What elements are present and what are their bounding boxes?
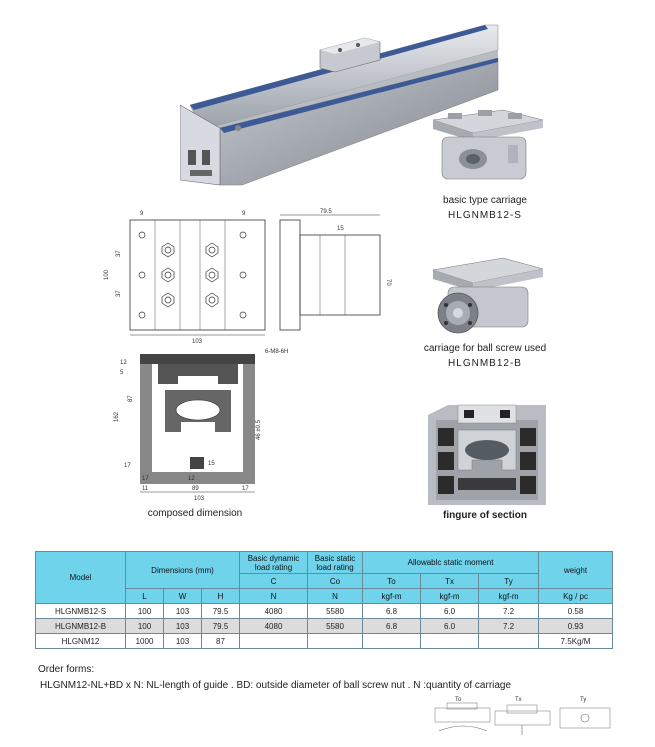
header-l: L [125, 588, 164, 604]
cell-weight: 7.5Kg/M [538, 633, 614, 649]
svg-text:9: 9 [140, 211, 144, 217]
cell-l: 100 [125, 618, 164, 634]
svg-text:103: 103 [194, 496, 205, 502]
header-moment: Allowablc static moment [362, 551, 540, 574]
header-tx: Tx [420, 573, 480, 589]
cell-to: 6.8 [362, 618, 422, 634]
svg-text:89: 89 [192, 486, 199, 492]
svg-text:5: 5 [120, 370, 124, 376]
cell-model: HLGNMB12-S [35, 603, 126, 619]
svg-text:37: 37 [116, 250, 122, 257]
order-text: HLGNM12-NL+BD x N: NL-length of guide . … [40, 680, 512, 691]
section-caption: fingure of section [443, 510, 527, 521]
basic-carriage-caption: basic type carriage HLGNMB12-S [443, 195, 527, 221]
svg-text:46 ±0.5: 46 ±0.5 [256, 419, 262, 440]
ty-icon: Ty [559, 697, 611, 729]
to-icon: To [434, 697, 491, 732]
svg-text:6-M8-6H: 6-M8-6H [265, 349, 288, 355]
cell-l: 100 [125, 603, 164, 619]
svg-text:17: 17 [242, 486, 249, 492]
header-weight-unit: Kg / pc [538, 588, 614, 604]
svg-text:15: 15 [208, 461, 215, 467]
cell-ty: 7.2 [478, 603, 540, 619]
top-view-drawing: 9 9 37 37 100 103 6-M8-6H [104, 211, 288, 355]
header-dynamic-load: Basic dynamic load rating [239, 551, 309, 574]
cell-weight: 0.93 [538, 618, 614, 634]
cell-w: 103 [163, 618, 202, 634]
basic-carriage-photo [432, 109, 544, 180]
composed-caption: composed dimension [147, 508, 243, 519]
table-row: HLGNMB12-B 100 103 79.5 4080 5580 6.8 6.… [35, 618, 614, 634]
header-co: Co [307, 573, 364, 589]
cell-c: 4080 [239, 603, 309, 619]
svg-text:70: 70 [385, 279, 391, 286]
header-w: W [163, 588, 202, 604]
cell-model: HLGNM12 [35, 633, 126, 649]
svg-text:87: 87 [128, 395, 134, 402]
cell-tx: 6.0 [420, 603, 480, 619]
svg-text:12: 12 [188, 476, 195, 482]
cell-c: 4080 [239, 618, 309, 634]
section-photo [428, 404, 546, 505]
cell-co: 5580 [307, 603, 364, 619]
header-co-unit: N [307, 588, 364, 604]
cell-co: 5580 [307, 618, 364, 634]
svg-text:Ty: Ty [580, 697, 586, 703]
svg-text:15: 15 [337, 226, 344, 232]
cell-to: 6.8 [362, 603, 422, 619]
ball-screw-carriage-photo [432, 257, 544, 334]
svg-text:37: 37 [116, 290, 122, 297]
header-ty-unit: kgf-m [478, 588, 540, 604]
header-h: H [200, 588, 241, 604]
cell-ty: 7.2 [478, 618, 540, 634]
cell-h: 87 [200, 633, 241, 649]
cell-tx: 6.0 [420, 618, 480, 634]
order-title: Order forms: [38, 664, 95, 675]
cell-w: 103 [163, 633, 202, 649]
ball-screw-caption: carriage for ball screw used HLGNMB12-B [423, 343, 547, 369]
tx-icon: Tx [494, 697, 551, 735]
cell-l: 1000 [125, 633, 164, 649]
svg-text:103: 103 [192, 339, 203, 345]
cell-co [307, 633, 364, 649]
cell-h: 79.5 [200, 618, 241, 634]
cell-c [239, 633, 309, 649]
moment-icons: To Tx Ty [434, 697, 611, 735]
table-row: HLGNM12 1000 103 87 7.5Kg/M [35, 633, 614, 649]
header-weight: weight [538, 551, 614, 589]
header-tx-unit: kgf-m [420, 588, 480, 604]
spec-table: Model Dimensions (mm) Basic dynamic load… [35, 551, 614, 649]
header-c: C [239, 573, 309, 589]
header-model: Model [35, 551, 126, 604]
svg-text:11: 11 [142, 486, 149, 492]
svg-text:79.5: 79.5 [320, 209, 332, 215]
svg-text:12: 12 [120, 360, 127, 366]
cell-tx [420, 633, 480, 649]
header-dimensions: Dimensions (mm) [124, 551, 241, 589]
svg-text:Tx: Tx [515, 697, 522, 703]
header-ty: Ty [478, 573, 540, 589]
cell-h: 79.5 [200, 603, 241, 619]
cell-ty [478, 633, 540, 649]
svg-text:To: To [455, 697, 462, 703]
header-static-load: Basic static load rating [307, 551, 364, 574]
svg-text:17: 17 [142, 476, 149, 482]
svg-text:162: 162 [114, 411, 120, 422]
side-view-drawing: 79.5 15 70 [279, 209, 391, 331]
cell-w: 103 [163, 603, 202, 619]
header-to-unit: kgf-m [362, 588, 422, 604]
header-c-unit: N [239, 588, 309, 604]
svg-text:100: 100 [104, 269, 110, 280]
section-drawing: 12 5 162 87 46 ±0.5 15 17 17 11 12 89 17… [114, 354, 262, 502]
svg-text:9: 9 [242, 211, 246, 217]
cell-model: HLGNMB12-B [35, 618, 126, 634]
linear-guide-photo [180, 24, 499, 186]
cell-to [362, 633, 422, 649]
table-row: HLGNMB12-S 100 103 79.5 4080 5580 6.8 6.… [35, 603, 614, 619]
cell-weight: 0.58 [538, 603, 614, 619]
header-to: To [362, 573, 422, 589]
svg-text:17: 17 [124, 463, 131, 469]
